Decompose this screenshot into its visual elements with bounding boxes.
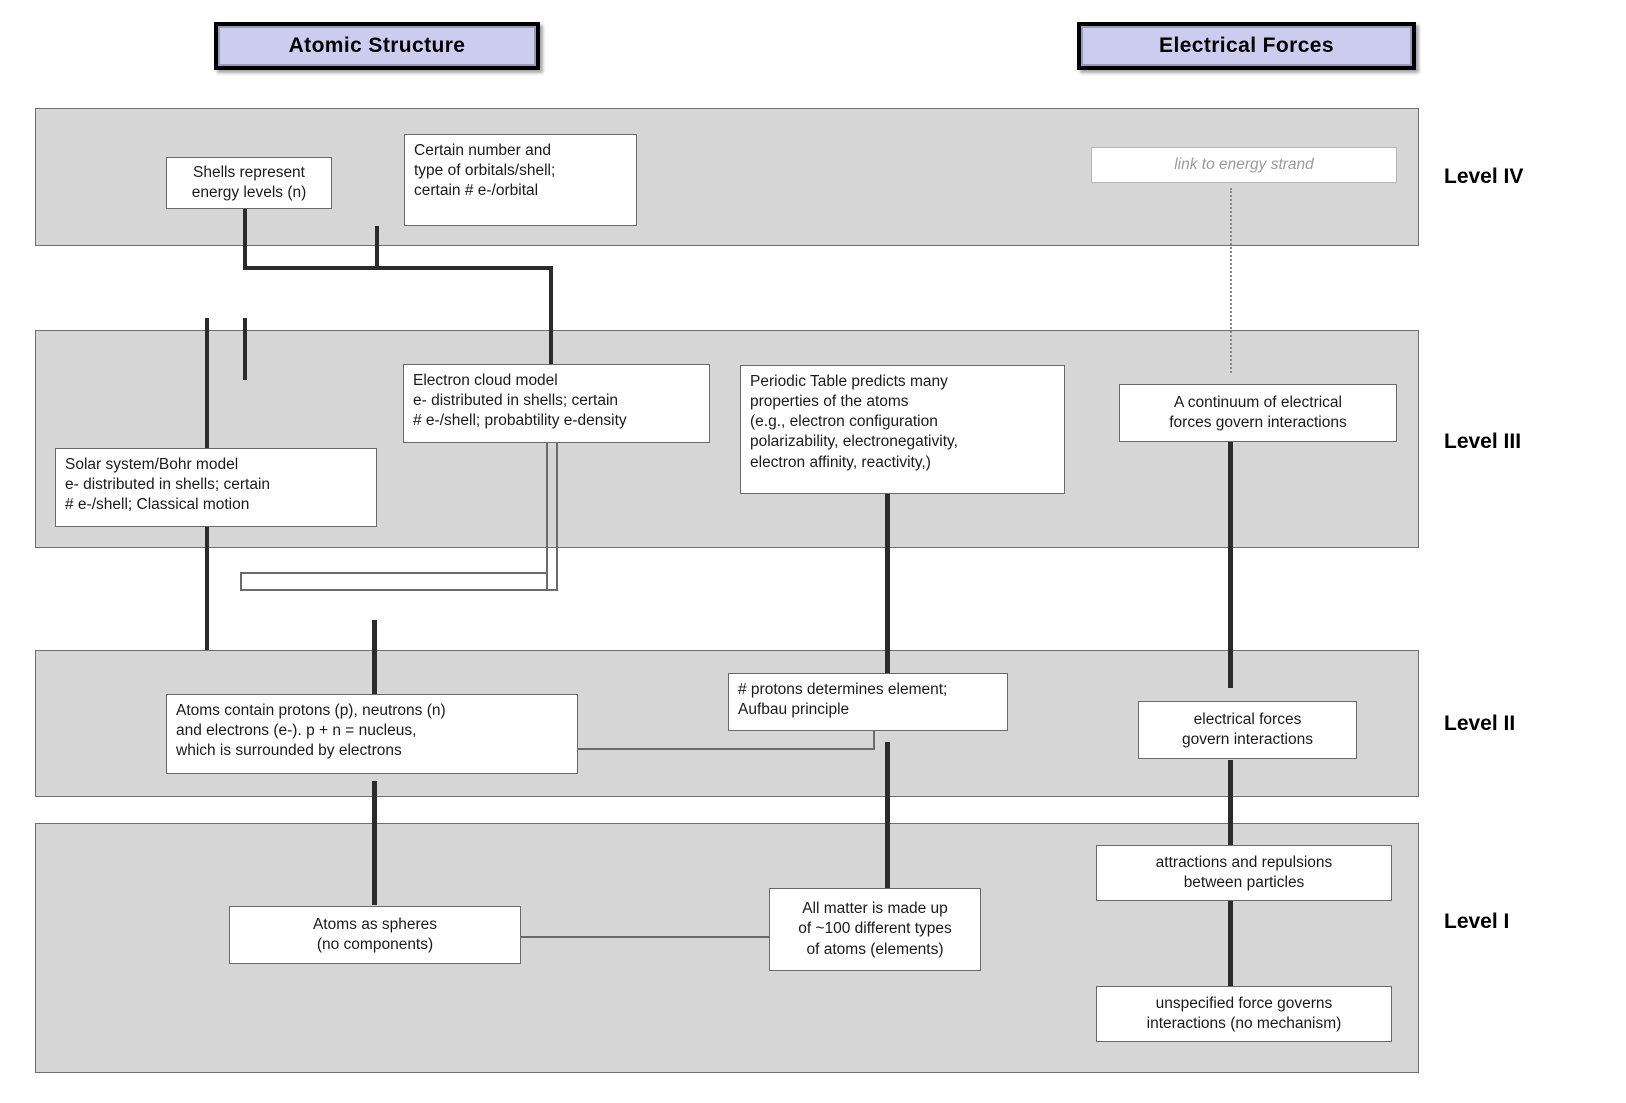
edge-orbitals-down xyxy=(375,226,379,270)
edge-electron-cloud-down-b xyxy=(556,443,558,591)
node-atoms-contain-particles[interactable]: Atoms contain protons (p), neutrons (n) … xyxy=(166,694,578,774)
node-atoms-contain-particles-text: Atoms contain protons (p), neutrons (n) … xyxy=(176,702,446,760)
strand-header-electrical-forces-label: Electrical Forces xyxy=(1081,26,1412,66)
edge-atoms-to-spheres xyxy=(372,781,377,905)
level-label-2: Level II xyxy=(1444,712,1516,735)
edge-atoms-to-protons-riser xyxy=(873,723,875,750)
strand-header-atomic-structure-label: Atomic Structure xyxy=(218,26,536,66)
node-attractions-and-repulsions-text: attractions and repulsions between parti… xyxy=(1155,853,1333,891)
node-electron-cloud-model[interactable]: Electron cloud model e- distributed in s… xyxy=(403,364,710,443)
node-all-matter-made-of-elements[interactable]: All matter is made up of ~100 different … xyxy=(769,888,981,971)
node-periodic-table-predicts-text: Periodic Table predicts many properties … xyxy=(750,373,958,471)
node-all-matter-made-of-elements-text: All matter is made up of ~100 different … xyxy=(798,900,952,958)
edge-electron-cloud-elbow xyxy=(240,589,558,591)
node-atoms-as-spheres-text: Atoms as spheres (no components) xyxy=(312,915,438,953)
edge-level4-left-branch-down xyxy=(243,318,247,380)
edge-atoms-to-protons-horizontal xyxy=(577,748,875,750)
node-electron-cloud-model-text: Electron cloud model e- distributed in s… xyxy=(413,372,627,430)
node-orbitals-per-shell-text: Certain number and type of orbitals/shel… xyxy=(414,142,556,200)
edge-continuum-down xyxy=(1228,442,1233,688)
node-protons-determine-element[interactable]: # protons determines element; Aufbau pri… xyxy=(728,673,1008,731)
edge-protons-to-allmatter xyxy=(885,742,890,889)
edge-attractions-to-unspecified xyxy=(1228,901,1233,987)
node-attractions-and-repulsions[interactable]: attractions and repulsions between parti… xyxy=(1096,845,1392,901)
node-solar-system-bohr-model-text: Solar system/Bohr model e- distributed i… xyxy=(65,456,271,514)
node-electrical-forces-govern-text: electrical forces govern interactions xyxy=(1182,710,1313,748)
node-continuum-of-electrical-forces[interactable]: A continuum of electrical forces govern … xyxy=(1119,384,1397,442)
strand-header-electrical-forces: Electrical Forces xyxy=(1077,22,1416,70)
node-protons-determine-element-text: # protons determines element; Aufbau pri… xyxy=(738,681,948,719)
level-label-4: Level IV xyxy=(1444,165,1524,188)
node-periodic-table-predicts[interactable]: Periodic Table predicts many properties … xyxy=(740,365,1065,494)
node-orbitals-per-shell[interactable]: Certain number and type of orbitals/shel… xyxy=(404,134,637,226)
node-electrical-forces-govern[interactable]: electrical forces govern interactions xyxy=(1138,701,1357,759)
edge-electron-cloud-down-a xyxy=(546,443,548,591)
node-unspecified-force-governs-text: unspecified force governs interactions (… xyxy=(1146,994,1342,1032)
edge-shells-down xyxy=(243,206,247,270)
node-shells-represent-energy-levels[interactable]: Shells represent energy levels (n) xyxy=(166,157,332,209)
node-solar-system-bohr-model[interactable]: Solar system/Bohr model e- distributed i… xyxy=(55,448,377,527)
edge-level4-join-horizontal xyxy=(243,266,553,270)
edge-link-energy-dotted xyxy=(1230,188,1232,373)
edge-level4-join-right-down xyxy=(549,266,553,322)
edge-bohr-to-atoms xyxy=(372,620,377,720)
node-unspecified-force-governs[interactable]: unspecified force governs interactions (… xyxy=(1096,986,1392,1042)
level-label-1: Level I xyxy=(1444,910,1510,933)
node-continuum-of-electrical-forces-text: A continuum of electrical forces govern … xyxy=(1169,393,1347,431)
edge-spheres-to-allmatter xyxy=(520,936,770,938)
edge-to-electron-cloud xyxy=(549,318,553,370)
strand-header-atomic-structure: Atomic Structure xyxy=(214,22,540,70)
level-label-3: Level III xyxy=(1444,430,1522,453)
edge-forces-to-attractions xyxy=(1228,760,1233,847)
edge-bohr-elbow-riser xyxy=(240,572,242,591)
node-shells-represent-energy-levels-text: Shells represent energy levels (n) xyxy=(191,163,307,201)
node-link-to-energy-strand[interactable]: link to energy strand xyxy=(1091,147,1397,183)
edge-periodic-to-protons xyxy=(885,494,890,673)
node-atoms-as-spheres[interactable]: Atoms as spheres (no components) xyxy=(229,906,521,964)
edge-bohr-elbow xyxy=(240,572,548,574)
node-link-to-energy-strand-text: link to energy strand xyxy=(1174,155,1314,173)
